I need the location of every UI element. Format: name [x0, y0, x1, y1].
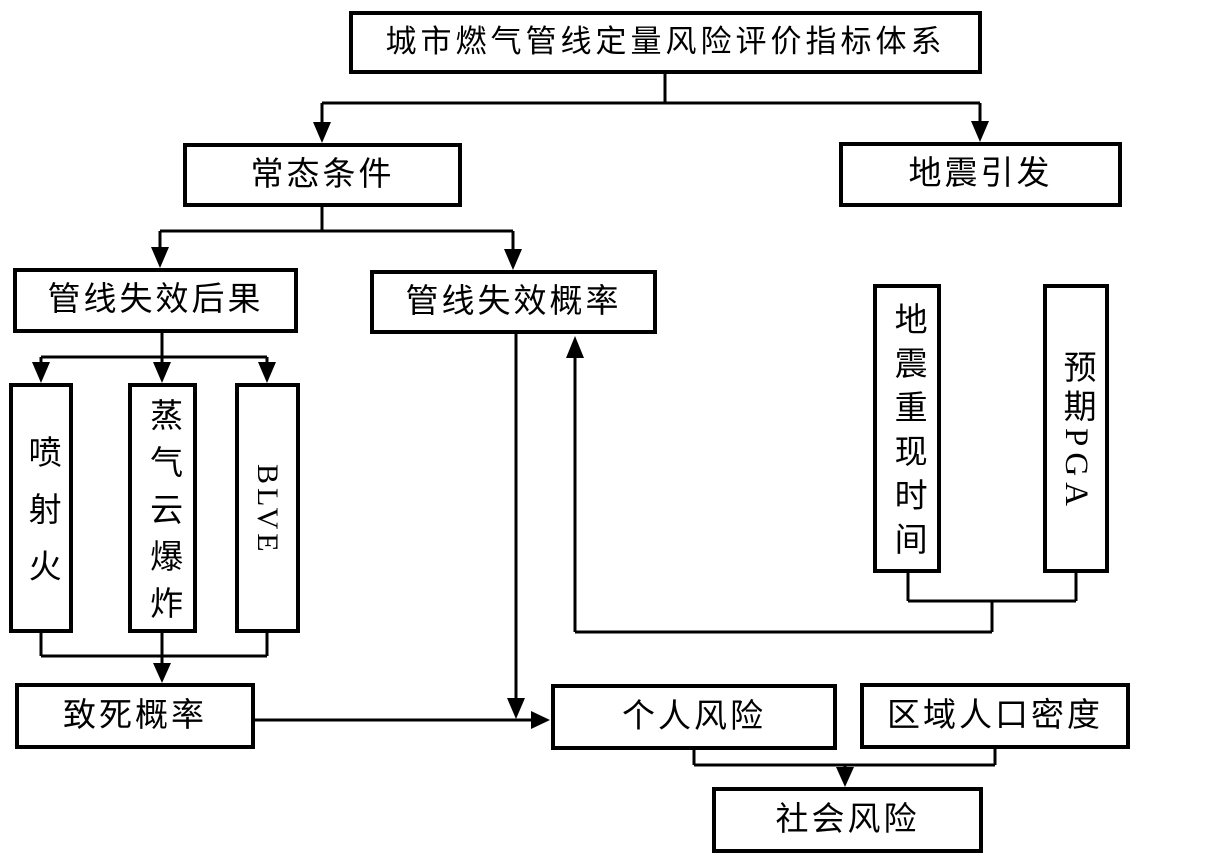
node-individual-risk-label: 个人风险 [622, 698, 766, 735]
node-societal-risk: 社会风险 [712, 787, 983, 853]
node-failure-probability: 管线失效概率 [370, 270, 657, 334]
node-fatality-probability: 致死概率 [15, 683, 255, 749]
node-societal-risk-label: 社会风险 [775, 801, 920, 838]
node-individual-risk: 个人风险 [551, 684, 837, 750]
connector-seismic-to-probability [566, 336, 1078, 634]
connector-to-societal [692, 749, 997, 787]
node-failure-consequence-label: 管线失效后果 [47, 282, 264, 319]
node-blve-label: BLVE [251, 464, 284, 556]
node-vapor-cloud-explosion-label: 蒸气云爆炸 [144, 397, 181, 633]
connector-normal-to-children [151, 207, 522, 270]
node-title: 城市燃气管线定量风险评价指标体系 [349, 11, 982, 74]
connector-outcomes-to-fatality [39, 633, 269, 683]
node-expected-pga-label: 预期PGA [1058, 350, 1095, 513]
node-blve: BLVE [235, 383, 300, 633]
node-failure-probability-label: 管线失效概率 [405, 283, 622, 320]
connector-fatality-to-individual [255, 711, 550, 729]
node-normal-condition: 常态条件 [183, 143, 462, 207]
node-earthquake-recurrence-time: 地震重现时间 [873, 284, 941, 573]
connector-probability-down [507, 334, 525, 719]
node-title-label: 城市燃气管线定量风险评价指标体系 [385, 24, 946, 60]
node-earthquake-induced-label: 地震引发 [908, 156, 1053, 193]
node-earthquake-induced: 地震引发 [839, 142, 1122, 207]
node-jet-fire: 喷射火 [9, 383, 73, 633]
node-fatality-probability-label: 致死概率 [63, 697, 207, 734]
node-normal-condition-label: 常态条件 [250, 156, 395, 193]
connector-title-to-branches [313, 74, 989, 143]
node-jet-fire-label: 喷射火 [23, 434, 60, 606]
node-regional-population-density: 区域人口密度 [860, 683, 1130, 749]
node-vapor-cloud-explosion: 蒸气云爆炸 [128, 383, 197, 633]
node-failure-consequence: 管线失效后果 [13, 268, 298, 333]
node-expected-pga: 预期PGA [1043, 284, 1109, 573]
connector-consequence-to-children [32, 333, 276, 383]
node-earthquake-recurrence-time-label: 地震重现时间 [889, 302, 926, 566]
node-regional-population-density-label: 区域人口密度 [887, 697, 1103, 734]
